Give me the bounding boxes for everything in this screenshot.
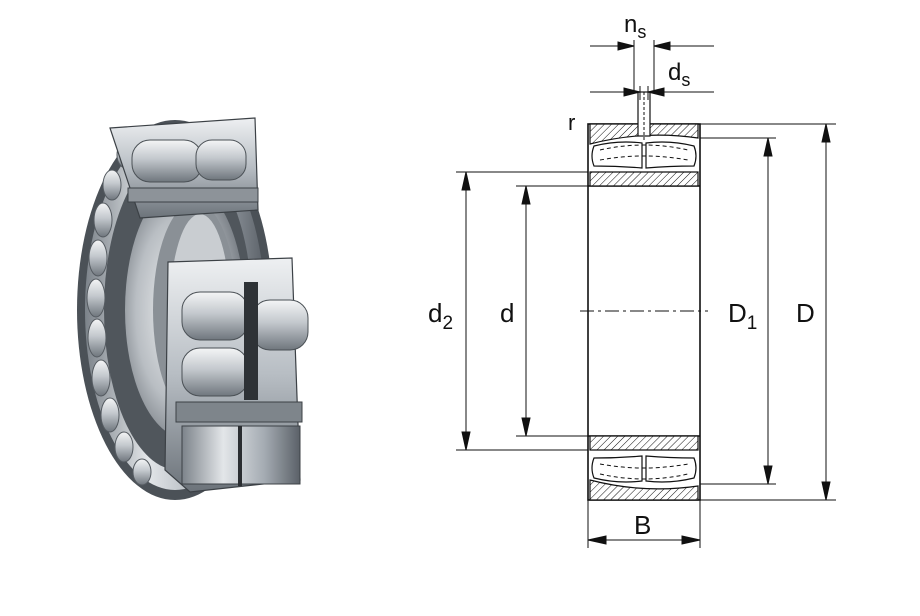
inner-ring-section-bottom xyxy=(589,435,699,451)
inner-ring-section-top xyxy=(589,171,699,187)
label-d: d xyxy=(500,298,514,328)
roller-bottom-left xyxy=(591,455,643,483)
roller-top-right xyxy=(645,141,697,169)
label-B: B xyxy=(634,510,651,540)
roller-top-left xyxy=(591,141,643,169)
label-D1: D1 xyxy=(728,298,757,334)
label-ds: ds xyxy=(668,59,690,90)
label-d2: d2 xyxy=(428,298,453,334)
label-D: D xyxy=(796,298,815,328)
bearing-illustration xyxy=(77,117,309,500)
technical-drawing xyxy=(456,40,836,548)
roller-row-icon xyxy=(86,141,152,486)
outer-ring-section-bottom xyxy=(589,479,699,501)
roller-bottom-right xyxy=(645,455,697,483)
label-r: r xyxy=(568,110,575,135)
dimension-labels: ns ds r d2 d D1 D B xyxy=(428,11,815,540)
label-ns: ns xyxy=(624,11,646,42)
